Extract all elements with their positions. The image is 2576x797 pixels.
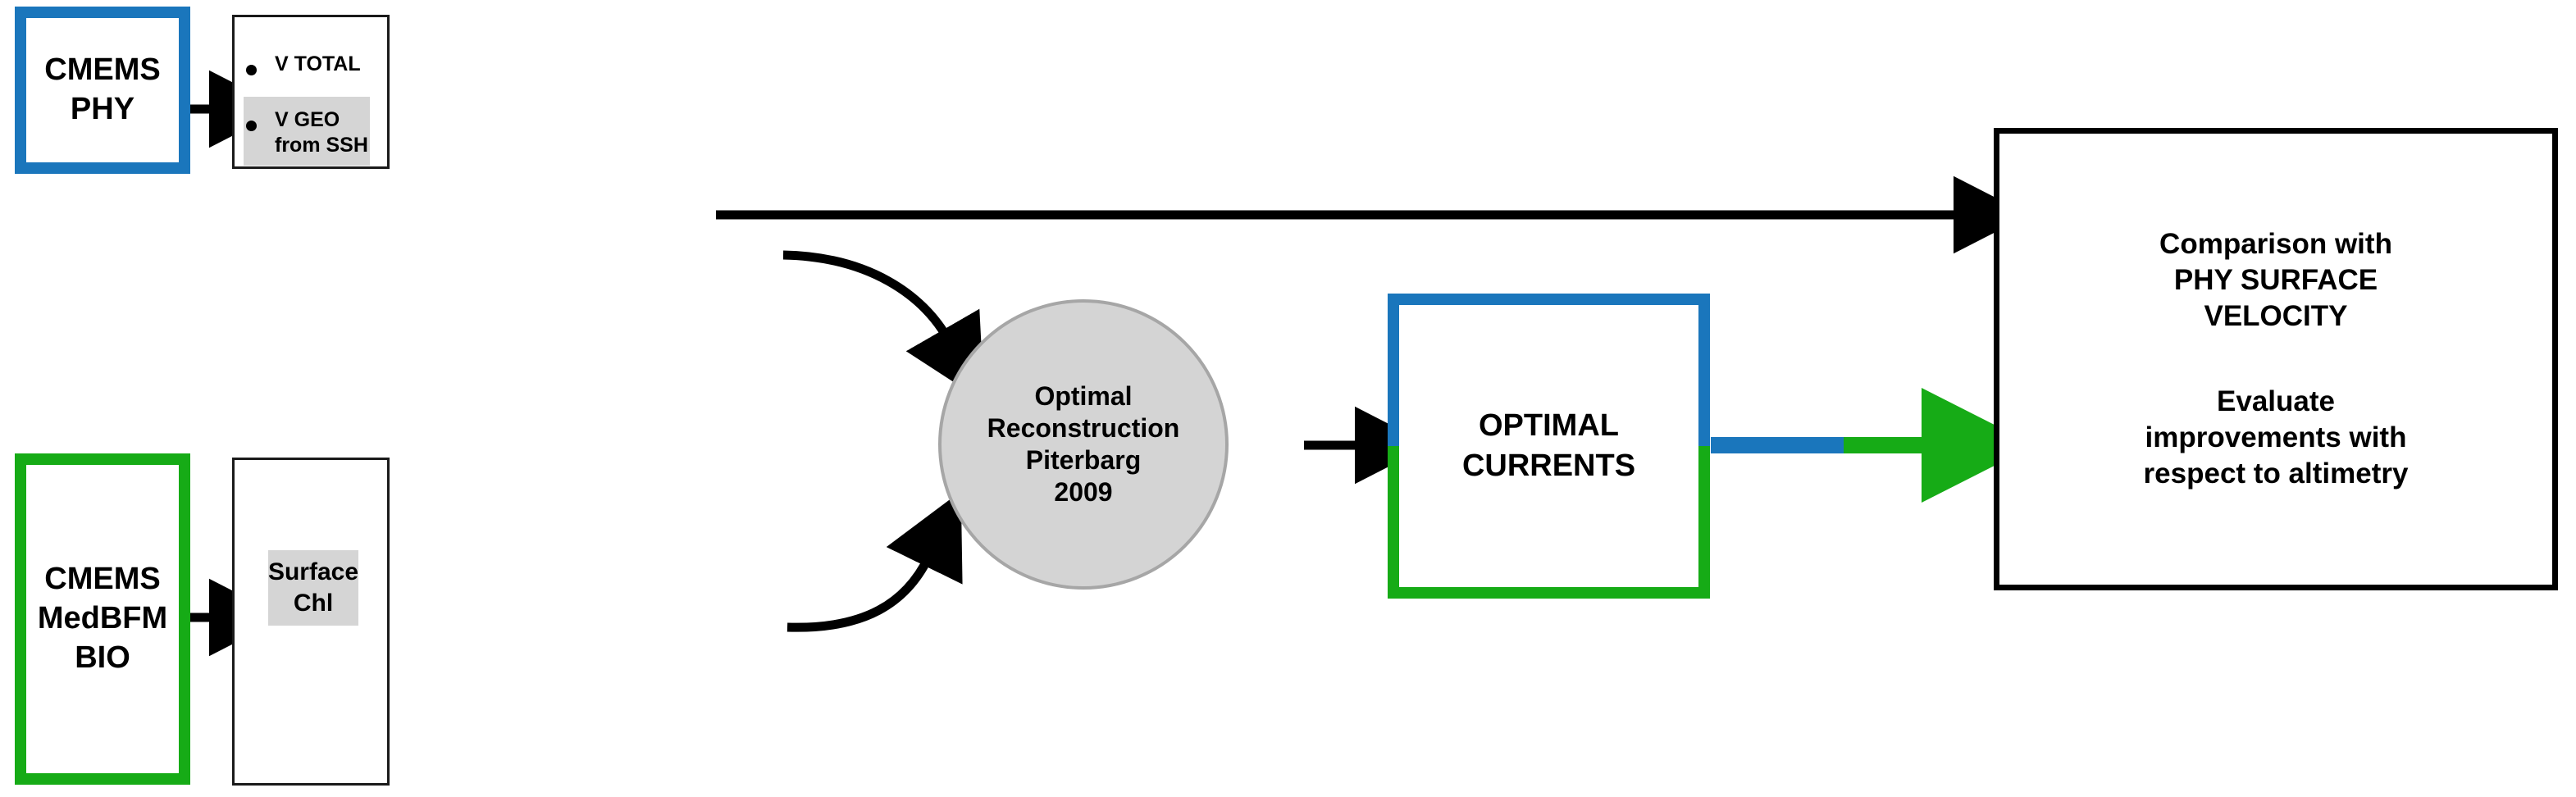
- node-optimal-reconstruction-label: Optimal Reconstruction Piterbarg 2009: [987, 380, 1180, 508]
- chip-surface-chl-label: Surface Chl: [267, 558, 359, 617]
- comparison-paragraph-2: Evaluate improvements with respect to al…: [2143, 385, 2409, 490]
- highlight-v-geo: [244, 97, 370, 166]
- chip-surface-chl[interactable]: Surface Chl: [268, 550, 358, 626]
- node-optimal-reconstruction[interactable]: Optimal Reconstruction Piterbarg 2009: [938, 299, 1229, 590]
- node-cmems-bio[interactable]: CMEMS MedBFM BIO: [15, 453, 190, 785]
- connector-vgeo-to-reconstruction: [782, 250, 985, 403]
- list-item-label: V GEO from SSH: [275, 108, 368, 157]
- optimal-currents-frame-top: [1388, 294, 1710, 446]
- node-cmems-bio-label: CMEMS MedBFM BIO: [37, 562, 168, 675]
- comparison-paragraph-1: Comparison with PHY SURFACE VELOCITY: [2159, 227, 2392, 332]
- node-comparison[interactable]: Comparison with PHY SURFACE VELOCITY Eva…: [1994, 128, 2558, 590]
- list-item[interactable]: V GEO from SSH: [246, 107, 385, 159]
- node-optimal-currents-label: OPTIMAL CURRENTS: [1461, 408, 1636, 483]
- node-bio-outputs[interactable]: Surface Chl: [232, 458, 390, 786]
- optimal-currents-frame-bottom: [1388, 446, 1710, 599]
- bullet-dot-icon: [246, 121, 257, 131]
- node-phy-outputs[interactable]: V TOTAL V GEO from SSH: [232, 15, 390, 169]
- node-cmems-phy[interactable]: CMEMS PHY: [15, 7, 190, 174]
- list-item-label: V TOTAL: [275, 52, 361, 75]
- node-optimal-currents[interactable]: OPTIMAL CURRENTS: [1388, 294, 1710, 599]
- connector-chl-to-reconstruction: [786, 491, 963, 632]
- list-item[interactable]: V TOTAL: [246, 52, 385, 77]
- bullet-dot-icon: [246, 65, 257, 75]
- node-cmems-phy-label: CMEMS PHY: [44, 52, 161, 126]
